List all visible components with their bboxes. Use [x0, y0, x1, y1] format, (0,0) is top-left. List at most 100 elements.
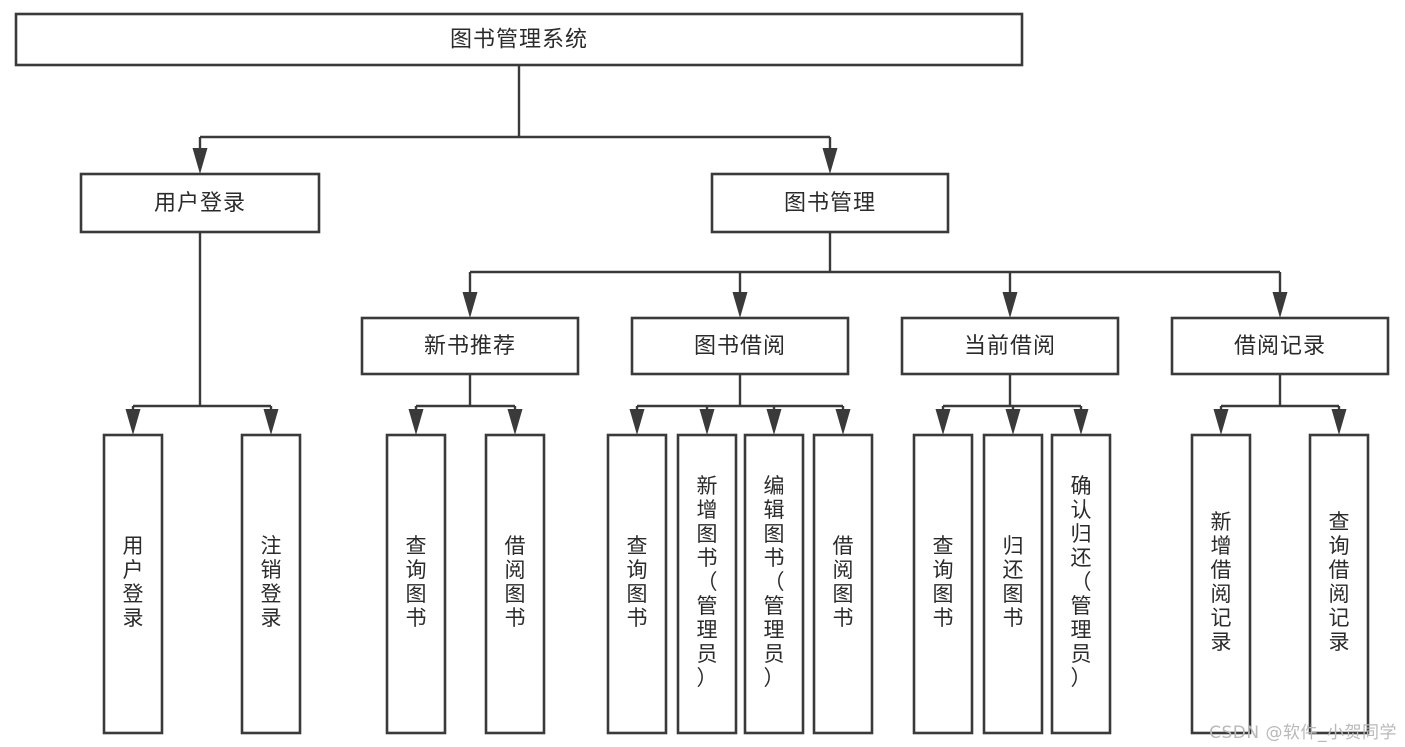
svg-text:书: 书 [505, 606, 526, 630]
svg-text:销: 销 [261, 558, 282, 582]
node-level3-new-book-rec[interactable]: 新书推荐 [360, 316, 580, 376]
node-level3-borrow-record[interactable]: 借阅记录 [1170, 316, 1390, 376]
connector-currentborrow-to-leaves [935, 374, 1089, 435]
svg-text:还: 还 [1003, 558, 1024, 582]
svg-text:归: 归 [1003, 534, 1024, 558]
svg-text:户: 户 [123, 558, 144, 582]
svg-text:确: 确 [1071, 474, 1092, 498]
svg-text:记: 记 [1211, 606, 1232, 630]
svg-text:书: 书 [764, 546, 785, 570]
svg-text:查: 查 [1329, 510, 1350, 534]
svg-text:查: 查 [933, 534, 954, 558]
svg-text:书: 书 [406, 606, 427, 630]
svg-text:还: 还 [1071, 546, 1092, 570]
svg-text:（: （ [697, 570, 718, 594]
svg-text:书: 书 [833, 606, 854, 630]
svg-text:增: 增 [697, 498, 718, 522]
svg-text:编: 编 [764, 474, 785, 498]
svg-text:理: 理 [764, 618, 785, 642]
svg-text:书: 书 [933, 606, 954, 630]
svg-text:（: （ [764, 570, 785, 594]
svg-text:图: 图 [933, 582, 954, 606]
node-root-root[interactable]: 图书管理系统 [14, 12, 1024, 67]
svg-text:图: 图 [697, 522, 718, 546]
connector-newbookrec-to-leaves [408, 374, 523, 435]
node-label: 图书管理系统 [450, 28, 588, 53]
svg-text:借: 借 [833, 534, 854, 558]
svg-text:借: 借 [505, 534, 526, 558]
svg-text:）: ） [764, 666, 785, 690]
svg-text:员: 员 [764, 642, 785, 666]
node-level2-book-manage[interactable]: 图书管理 [710, 172, 950, 234]
node-leaf-leaf-user-login[interactable]: 用户登录 [102, 433, 164, 735]
svg-text:员: 员 [1071, 642, 1092, 666]
svg-text:书: 书 [1003, 606, 1024, 630]
svg-text:新: 新 [697, 474, 718, 498]
svg-text:图: 图 [627, 582, 648, 606]
connector-root-to-l2 [192, 65, 838, 174]
node-boxes-group: 图书管理系统用户登录图书管理新书推荐图书借阅当前借阅借阅记录用户登录注销登录查询… [14, 12, 1390, 735]
svg-text:理: 理 [697, 618, 718, 642]
node-label: 新书推荐 [424, 334, 516, 359]
svg-text:询: 询 [1329, 534, 1350, 558]
node-label: 当前借阅 [964, 334, 1056, 359]
svg-text:认: 认 [1071, 498, 1092, 522]
svg-text:询: 询 [933, 558, 954, 582]
svg-text:图: 图 [1003, 582, 1024, 606]
svg-text:询: 询 [627, 558, 648, 582]
svg-text:阅: 阅 [505, 558, 526, 582]
connector-lines-group [125, 65, 1347, 435]
svg-text:图: 图 [505, 582, 526, 606]
svg-text:增: 增 [1211, 534, 1232, 558]
svg-text:书: 书 [627, 606, 648, 630]
svg-text:录: 录 [261, 606, 282, 630]
svg-text:录: 录 [1329, 630, 1350, 654]
connector-userlogin-to-leaves [125, 232, 279, 435]
node-level3-book-borrow[interactable]: 图书借阅 [630, 316, 850, 376]
node-level3-current-borrow[interactable]: 当前借阅 [900, 316, 1120, 376]
node-label: 用户登录 [154, 191, 246, 216]
svg-text:书: 书 [697, 546, 718, 570]
svg-text:归: 归 [1071, 522, 1092, 546]
svg-text:（: （ [1071, 570, 1092, 594]
svg-text:管: 管 [764, 594, 785, 618]
svg-text:登: 登 [123, 582, 144, 606]
node-label: 图书借阅 [694, 334, 786, 359]
svg-text:新: 新 [1211, 510, 1232, 534]
svg-text:辑: 辑 [764, 498, 785, 522]
svg-text:）: ） [697, 666, 718, 690]
svg-text:阅: 阅 [833, 558, 854, 582]
connector-bookborrow-to-leaves [629, 374, 851, 435]
svg-text:录: 录 [1211, 630, 1232, 654]
node-level2-user-login[interactable]: 用户登录 [79, 172, 321, 234]
svg-text:查: 查 [406, 534, 427, 558]
svg-text:用: 用 [123, 534, 144, 558]
svg-text:）: ） [1071, 666, 1092, 690]
svg-text:登: 登 [261, 582, 282, 606]
svg-text:借: 借 [1211, 558, 1232, 582]
svg-text:查: 查 [627, 534, 648, 558]
svg-text:图: 图 [764, 522, 785, 546]
svg-text:图: 图 [406, 582, 427, 606]
connector-borrowrecord-to-leaves [1213, 374, 1347, 435]
svg-text:员: 员 [697, 642, 718, 666]
svg-text:询: 询 [406, 558, 427, 582]
svg-text:录: 录 [123, 606, 144, 630]
svg-text:阅: 阅 [1329, 582, 1350, 606]
connector-bookmanage-to-l3 [462, 232, 1288, 318]
svg-text:图: 图 [833, 582, 854, 606]
